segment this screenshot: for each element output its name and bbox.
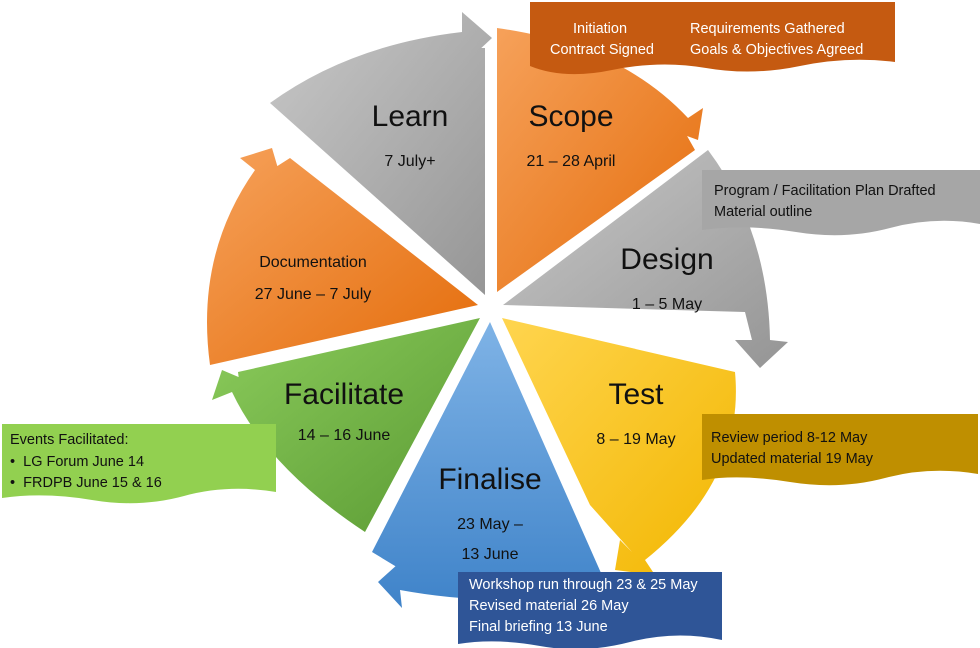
documentation-segment [207,148,478,365]
facilitate-note-lg-forum: LG Forum June 14 [23,454,145,470]
documentation-date: 27 June – 7 July [254,286,372,303]
scope-note-banner [530,2,895,75]
test-note-updated: Updated material 19 May [711,451,873,467]
scope-segment [497,28,703,292]
facilitate-segment [212,318,480,532]
scope-note-requirements: Requirements Gathered [690,21,845,37]
scope-date: 21 – 28 April [526,153,616,170]
facilitate-title: Facilitate [283,378,405,411]
learn-title: Learn [371,100,449,133]
finalise-segment [372,322,605,608]
finalise-date-line1: 23 May – [457,516,523,533]
test-title: Test [608,378,664,411]
finalise-note-briefing: Final briefing 13 June [469,619,608,635]
scope-note-initiation: Initiation [573,21,628,37]
facilitate-date: 14 – 16 June [297,427,391,444]
scope-note-goals: Goals & Objectives Agreed [690,42,864,58]
design-title: Design [620,243,714,276]
design-note-banner [702,170,980,236]
facilitate-note-banner [2,424,276,504]
facilitate-note-frdpb: FRDPB June 15 & 16 [23,475,162,491]
facilitate-note-bullet-1: • LG Forum June 14 [10,454,144,470]
facilitate-note-heading: Events Facilitated: [10,432,129,448]
test-note-banner [702,414,978,486]
finalise-note-workshop: Workshop run through 23 & 25 May [469,577,698,593]
scope-note-contract: Contract Signed [550,42,654,58]
design-date: 1 – 5 May [631,296,703,313]
documentation-title: Documentation [259,254,367,271]
scope-title: Scope [528,100,614,133]
finalise-date-line2: 13 June [461,546,519,563]
bullet-icon: • [10,475,24,491]
design-note-outline: Material outline [714,204,813,220]
test-note-review: Review period 8-12 May [711,430,868,446]
finalise-note-revised: Revised material 26 May [469,598,629,614]
facilitate-note-bullet-2: • FRDPB June 15 & 16 [10,475,162,491]
finalise-title: Finalise [438,463,542,496]
design-note-plan: Program / Facilitation Plan Drafted [714,183,936,199]
test-segment [502,318,736,575]
learn-segment [270,12,492,295]
bullet-icon: • [10,454,24,470]
finalise-note-banner [458,572,722,648]
test-date: 8 – 19 May [596,431,676,448]
learn-date: 7 July+ [384,153,436,170]
